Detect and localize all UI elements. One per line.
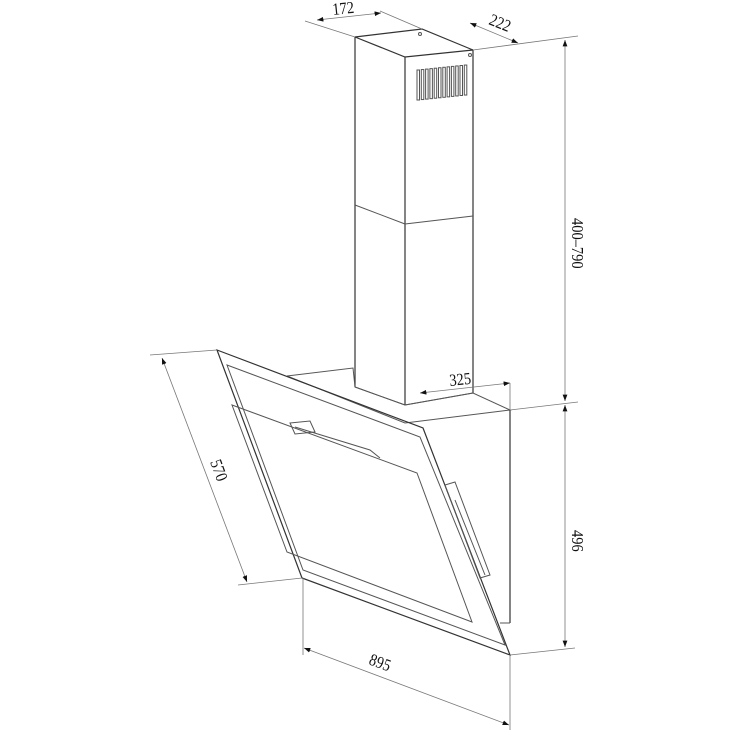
vent-slot [425,68,429,100]
dim-chimney-height: 400–790 [568,218,586,269]
glass-panel [215,348,512,657]
vent-slot [420,69,425,101]
vent-slot [446,66,451,98]
vent-slot [438,67,442,99]
vent-slot [433,67,438,99]
vent-slot [442,66,446,98]
vent-slot [416,69,420,101]
dim-glass-height: 570 [206,457,231,484]
dim-hood-width: 895 [367,651,394,676]
vent-slot [463,64,468,96]
dimension-lines [149,10,579,730]
vent-slot [429,68,433,100]
vent-slots [416,64,468,101]
dim-chimney-depth: 222 [486,11,513,36]
dim-hood-height: 496 [568,530,586,552]
hood-body [286,367,512,624]
vent-slot [459,65,463,96]
vent-slot [455,65,459,97]
dim-chimney-width: 172 [332,0,356,19]
vent-slot [450,65,455,97]
dim-body-depth: 325 [449,370,473,390]
